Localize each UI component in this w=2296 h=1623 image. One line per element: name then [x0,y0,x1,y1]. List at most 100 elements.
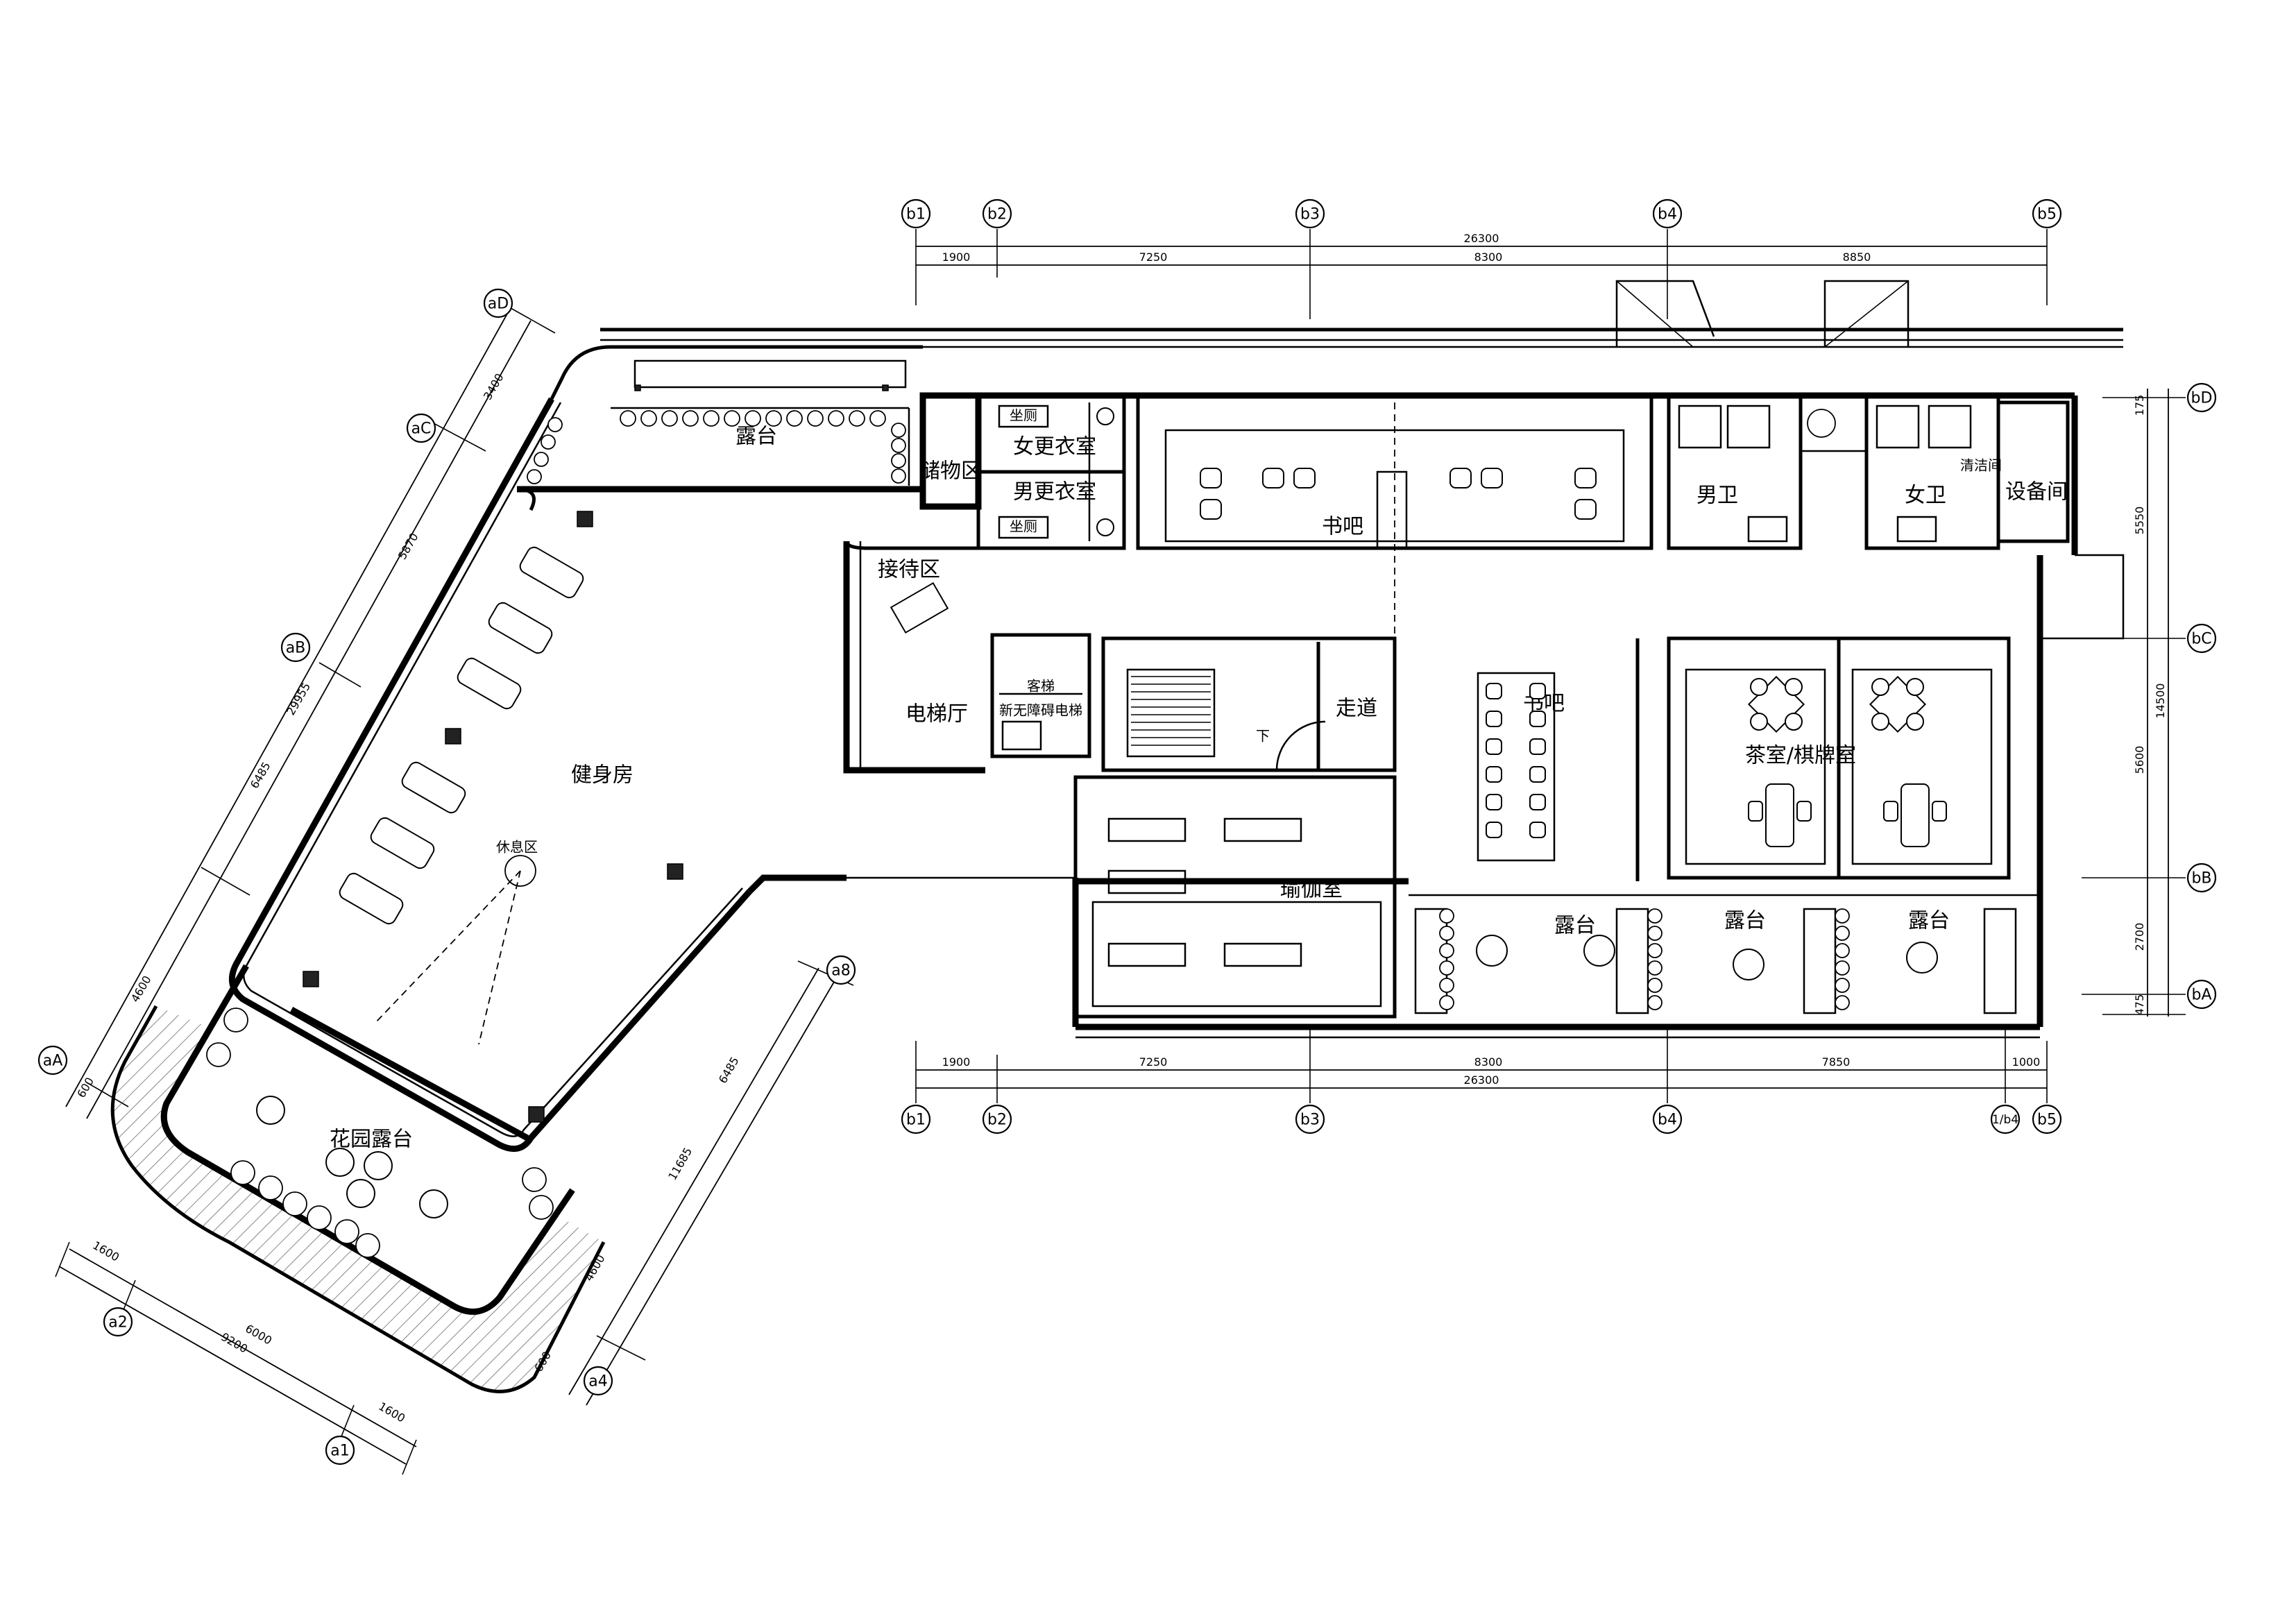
yoga-room: 瑜伽室 [1073,775,1397,1019]
axis-marker-right-bD: bD [2186,382,2217,413]
axis-marker-aB: aB [280,632,311,663]
room-label-men-locker: 男更衣室 [1013,480,1096,504]
chair [1529,738,1546,755]
axis-marker-a4: a4 [583,1366,613,1396]
axis-marker-top-b4: b4 [1652,198,1683,229]
planter [891,423,906,438]
svg-text:b4: b4 [1658,206,1677,223]
dim-bottom-seg-5: 1000 [2012,1055,2041,1069]
planter [1647,908,1663,924]
chair [1796,801,1812,822]
planter [849,410,865,427]
planter [522,1167,547,1192]
dim-leftdiag-seg-5: 600 [74,1075,96,1100]
bottom-dimensions: 1900 7250 8300 7850 1000 26300 b1 b2 b3 … [901,1027,2062,1135]
chair [1906,942,1938,974]
room-label-equipment: 设备间 [2005,480,2068,504]
planter [334,1219,359,1244]
dim-right-seg-4: 2700 [2133,923,2146,951]
room-label-terrace-b: 露台 [1724,909,1766,933]
chair [325,1148,355,1177]
svg-text:bB: bB [2191,870,2211,887]
chair [1750,713,1768,731]
chair [1529,794,1546,810]
planter [282,1191,307,1216]
planter [230,1160,255,1185]
planter [891,468,906,484]
axis-marker-top-b1: b1 [901,198,931,229]
svg-text:b1: b1 [906,1112,926,1129]
planter [765,410,782,427]
dim-rightdiag-seg-1: 6485 [716,1055,742,1086]
top-dimensions: 26300 1900 7250 8300 8850 b1 b2 b3 b4 b5 [901,198,2062,319]
svg-text:a4: a4 [588,1373,607,1391]
svg-text:b4: b4 [1658,1112,1677,1129]
axis-marker-aA: aA [37,1045,68,1076]
chair [1871,713,1889,731]
right-diagonal-dimensions: 6485 4600 600 11685 a8 a4 [532,955,856,1406]
dim-bottom-seg-1: 1900 [942,1055,971,1069]
planter [1439,995,1454,1010]
chair [1200,499,1222,520]
chair [1486,738,1502,755]
room-label-corridor: 走道 [1336,697,1377,721]
svg-text:b3: b3 [1300,1112,1320,1129]
stair-core: 下 走道 [1101,636,1397,772]
tea-table [1765,783,1794,847]
chair [364,1151,393,1180]
chair [1200,468,1222,488]
chair [1906,678,1924,696]
axis-marker-top-b3: b3 [1295,198,1325,229]
axis-marker-a2: a2 [103,1307,133,1337]
dim-rightdiag-total: 11685 [665,1145,695,1182]
dim-right-seg-5: 475 [2133,994,2146,1016]
chair [1481,468,1503,488]
room-label-terrace-top: 露台 [735,425,777,449]
svg-text:b5: b5 [2037,1112,2057,1129]
planter [682,410,699,427]
room-label-terrace-c: 露台 [1908,909,1950,933]
dim-top-seg-2: 7250 [1139,250,1168,264]
chair [1529,683,1546,699]
left-diagonal-dimensions: 3400 5870 6485 4600 600 29955 aD aC aB a… [37,288,556,1119]
chair [1476,935,1508,967]
label-freight-elevator: 客梯 [1027,678,1055,695]
room-label-women-wc: 女卫 [1905,484,1946,508]
planter [534,452,549,467]
planter [527,469,542,484]
planter [786,410,803,427]
planter [206,1042,231,1067]
planter [1647,960,1663,976]
room-label-storage: 储物区 [919,459,982,484]
axis-marker-bottom-b4: b4 [1652,1104,1683,1135]
room-label-men-wc: 男卫 [1697,484,1738,508]
svg-text:b1: b1 [906,206,926,223]
garden-terrace: 花园露台 [206,1008,554,1258]
axis-marker-bottom-b3: b3 [1295,1104,1325,1135]
tea-rooms: 茶室/棋牌室 [1667,636,2011,880]
planter [891,453,906,468]
planter [1835,908,1850,924]
svg-text:1/b4: 1/b4 [1992,1113,2018,1127]
room-label-book-bar-top: 书吧 [1322,515,1363,539]
chair [1871,678,1889,696]
svg-text:b5: b5 [2037,206,2057,223]
planter [1647,926,1663,941]
planter [745,410,761,427]
reception-lobby: 接待区 电梯厅 客梯 新无障碍电梯 [878,558,1091,758]
svg-text:a1: a1 [330,1443,349,1460]
planter [223,1008,248,1033]
dim-leftdiag-seg-2: 5870 [396,531,421,562]
svg-text:bC: bC [2191,631,2211,648]
south-terraces: 露台 露台 露台 [1409,894,2040,1014]
dim-top-seg-1: 1900 [942,250,971,264]
planter [355,1233,380,1258]
chair [1529,711,1546,727]
chair [1785,678,1803,696]
room-label-gym: 健身房 [571,763,633,788]
chair [1574,468,1597,488]
right-dimensions: 175 5550 5600 2700 475 14500 bD bC bB bA [2082,382,2217,1017]
restroom-block: 男卫 女卫 清洁间 设备间 [1667,393,2070,550]
planter [1439,943,1454,958]
axis-marker-a8: a8 [826,955,856,985]
